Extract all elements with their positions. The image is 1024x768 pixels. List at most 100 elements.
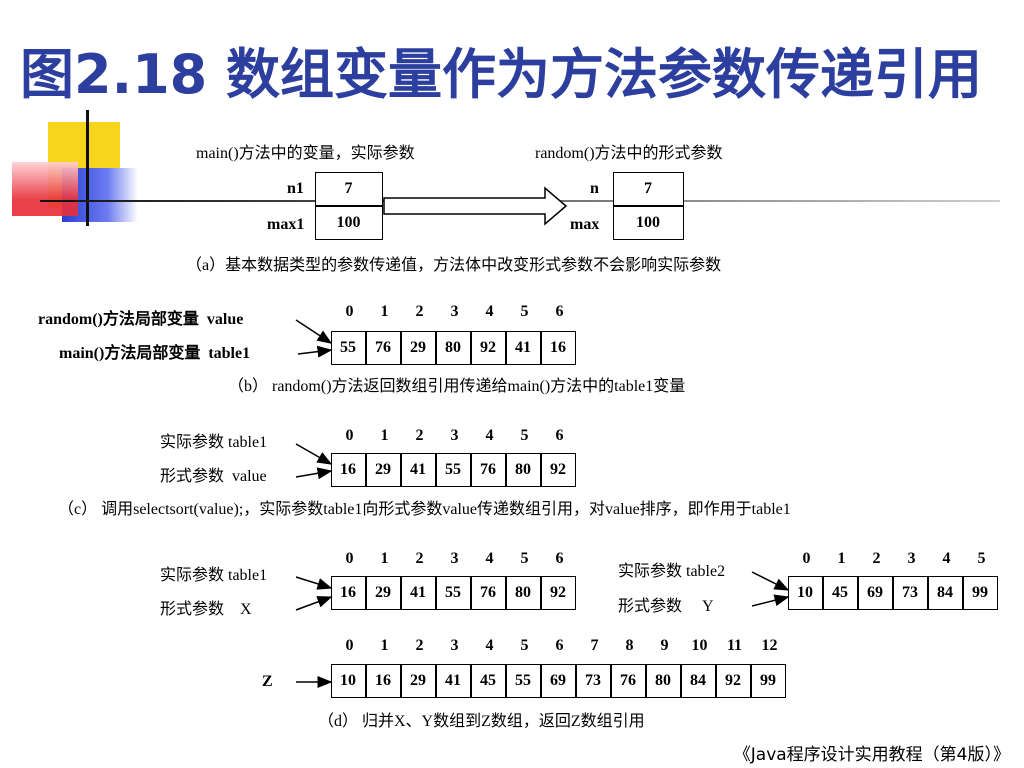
array-cell: 41 — [505, 331, 541, 365]
array-cell: 99 — [962, 576, 998, 610]
array-cell: 45 — [470, 664, 506, 698]
array-cell: 41 — [400, 576, 436, 610]
arrow-d-table1-to-x — [295, 576, 333, 590]
array-cell: 16 — [540, 331, 576, 365]
array-cell: 80 — [645, 664, 681, 698]
var-name-max: max — [570, 216, 600, 233]
array-index: 1 — [380, 550, 389, 567]
panel-b-label-value: random()方法局部变量 value — [38, 311, 244, 328]
array-cell: 84 — [680, 664, 716, 698]
array-cell: 29 — [400, 664, 436, 698]
array-cell: 73 — [575, 664, 611, 698]
array-index: 3 — [450, 427, 459, 444]
array-index: 0 — [345, 550, 354, 567]
panel-c-caption: （c） 调用selectsort(value);，实际参数table1向形式参数… — [58, 501, 791, 518]
array-index: 3 — [907, 550, 916, 567]
array-index: 7 — [590, 637, 599, 654]
array-cell: 41 — [400, 453, 436, 487]
array-cell: 29 — [365, 576, 401, 610]
array-index: 1 — [380, 303, 389, 320]
array-index: 3 — [450, 303, 459, 320]
page-title: 图2.18 数组变量作为方法参数传递引用 — [20, 43, 983, 106]
array-cell: 80 — [505, 453, 541, 487]
panel-d-label-y: 形式参数 Y — [618, 598, 714, 615]
panel-d-label-x: 形式参数 X — [160, 601, 252, 618]
array-index: 4 — [485, 550, 494, 567]
array-index: 0 — [802, 550, 811, 567]
array-cell: 45 — [822, 576, 858, 610]
pass-value-arrow — [383, 186, 568, 226]
arrow-d-y-to-y — [751, 594, 790, 607]
array-index: 5 — [520, 427, 529, 444]
array-index: 2 — [872, 550, 881, 567]
array-index: 12 — [761, 637, 778, 654]
var-box-n1: 7 — [314, 172, 383, 206]
array-index: 0 — [345, 637, 354, 654]
array-index: 5 — [520, 550, 529, 567]
deco-red-square — [12, 162, 78, 216]
array-cell: 16 — [330, 453, 366, 487]
panel-b-label-table1: main()方法局部变量 table1 — [59, 345, 251, 362]
array-index: 4 — [942, 550, 951, 567]
array-cell: 55 — [505, 664, 541, 698]
panel-c-label-value: 形式参数 value — [160, 468, 267, 485]
array-cell: 73 — [892, 576, 928, 610]
array-index: 10 — [691, 637, 708, 654]
array-cell: 16 — [330, 576, 366, 610]
array-cell: 29 — [400, 331, 436, 365]
array-cell: 76 — [365, 331, 401, 365]
array-index: 6 — [555, 303, 564, 320]
array-cell: 10 — [787, 576, 823, 610]
array-cell: 76 — [470, 576, 506, 610]
array-cell: 55 — [435, 576, 471, 610]
array-cell: 92 — [715, 664, 751, 698]
array-cell: 92 — [540, 453, 576, 487]
panel-d-label-table1: 实际参数 table1 — [160, 567, 268, 584]
array-index: 1 — [380, 427, 389, 444]
array-cell: 41 — [435, 664, 471, 698]
array-index: 1 — [837, 550, 846, 567]
arrow-d-table2-to-y — [751, 571, 790, 591]
array-cell: 16 — [365, 664, 401, 698]
array-index: 2 — [415, 637, 424, 654]
array-cell: 80 — [435, 331, 471, 365]
arrow-value-to-array — [295, 319, 333, 344]
array-cell: 76 — [610, 664, 646, 698]
array-cell: 92 — [540, 576, 576, 610]
panel-a-caption: （a）基本数据类型的参数传递值，方法体中改变形式参数不会影响实际参数 — [186, 257, 722, 274]
array-index: 0 — [345, 427, 354, 444]
book-footer: 《Java程序设计实用教程（第4版）》 — [733, 745, 1010, 765]
array-index: 2 — [415, 427, 424, 444]
array-index: 9 — [660, 637, 669, 654]
array-cell: 69 — [540, 664, 576, 698]
panel-a-left-header: main()方法中的变量，实际参数 — [196, 145, 415, 162]
panel-c-label-table1: 实际参数 table1 — [160, 434, 268, 451]
var-name-n: n — [590, 180, 599, 197]
array-index: 3 — [450, 550, 459, 567]
arrow-c-value-to-array — [295, 467, 333, 480]
panel-d-label-table2: 实际参数 table2 — [618, 563, 726, 580]
array-cell: 84 — [927, 576, 963, 610]
var-box-max: 100 — [612, 206, 684, 240]
array-index: 5 — [977, 550, 986, 567]
array-index: 11 — [726, 637, 743, 654]
array-cell: 55 — [330, 331, 366, 365]
var-box-max1: 100 — [314, 206, 383, 240]
array-cell: 92 — [470, 331, 506, 365]
array-cell: 99 — [750, 664, 786, 698]
panel-d-label-z: Z — [262, 673, 273, 690]
array-index: 0 — [345, 303, 354, 320]
panel-a-right-header: random()方法中的形式参数 — [535, 145, 723, 162]
array-cell: 76 — [470, 453, 506, 487]
array-index: 1 — [380, 637, 389, 654]
array-index: 4 — [485, 637, 494, 654]
deco-vertical-line — [86, 110, 89, 226]
array-index: 4 — [485, 303, 494, 320]
